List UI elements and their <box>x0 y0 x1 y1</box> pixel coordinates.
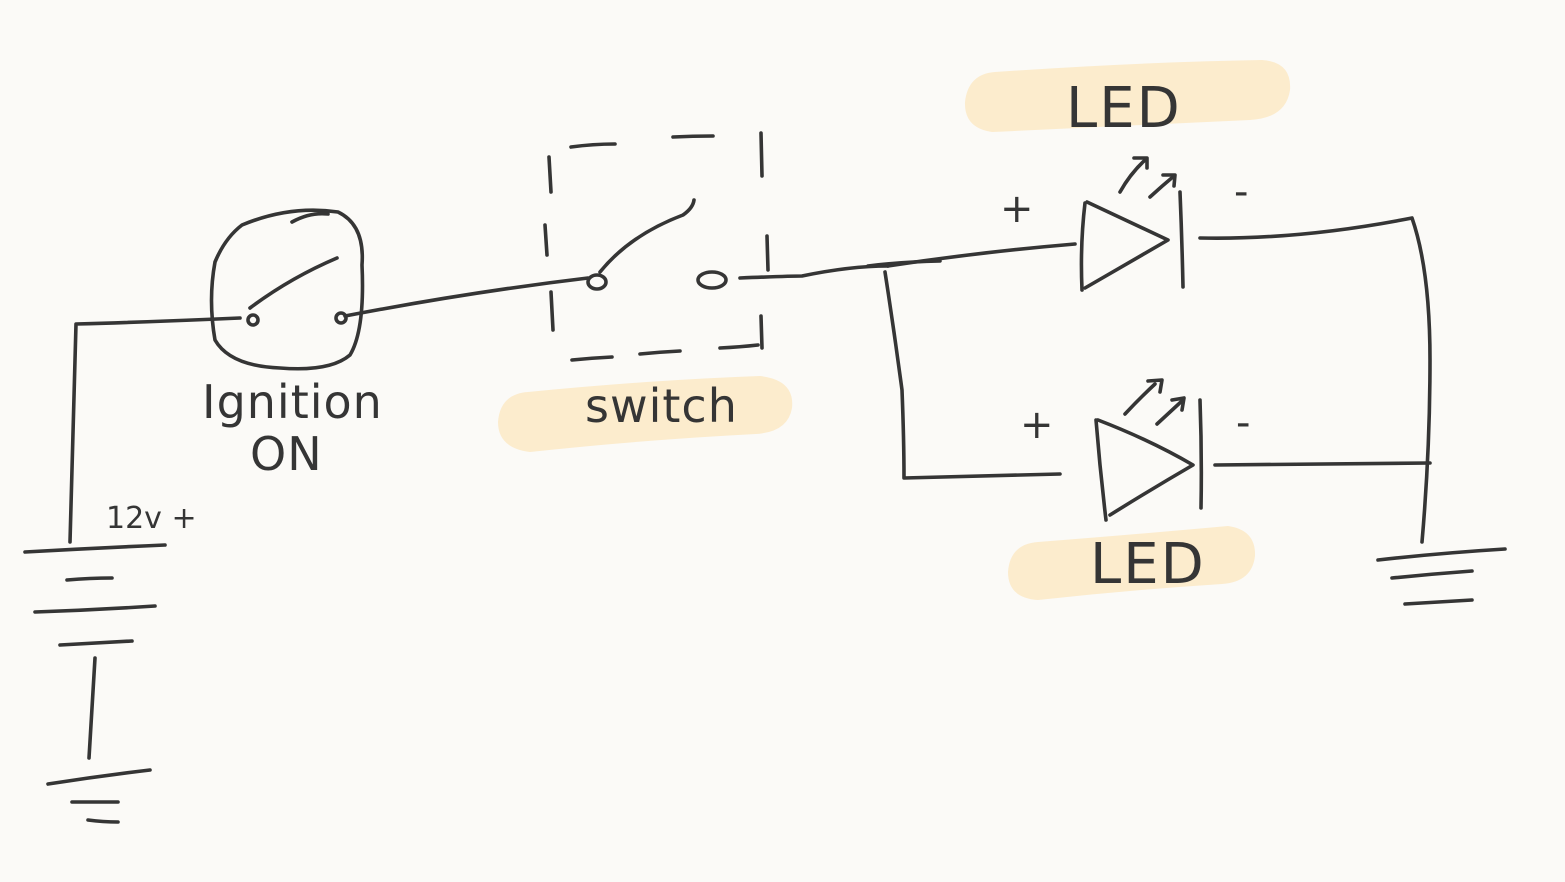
led-top-highlight <box>964 60 1291 132</box>
led-bottom-symbol <box>1094 378 1204 522</box>
wire-ignition-to-switch <box>343 276 590 318</box>
wire-branch-lower <box>883 270 1062 480</box>
led-top-label: LED <box>1066 76 1182 141</box>
wire-junction-to-led-top <box>886 242 1077 268</box>
led-bottom-highlight <box>1008 526 1256 600</box>
battery-label: 12v + <box>106 501 197 536</box>
ground-symbol <box>1376 547 1507 606</box>
ignition-on-label: ON <box>250 427 323 481</box>
led-top-plus: + <box>1000 186 1034 232</box>
led-bottom-label: LED <box>1090 532 1206 597</box>
battery-symbol <box>23 543 167 824</box>
ignition-switch <box>209 208 365 371</box>
wire-led-top-to-ground <box>1198 216 1432 544</box>
ignition-label: Ignition <box>202 375 383 429</box>
wire-battery-to-ignition <box>68 316 242 544</box>
led-top-symbol <box>1079 156 1185 292</box>
switch-symbol <box>586 198 728 291</box>
switch-highlight <box>498 376 793 452</box>
wire-switch-to-junction <box>738 264 890 280</box>
led-top-minus: - <box>1234 169 1248 215</box>
wire-led-bottom-to-ground <box>1213 461 1432 467</box>
switch-label: switch <box>585 379 738 433</box>
switch-enclosure <box>543 131 770 362</box>
led-bottom-minus: - <box>1236 400 1250 446</box>
led-bottom-plus: + <box>1020 402 1054 448</box>
